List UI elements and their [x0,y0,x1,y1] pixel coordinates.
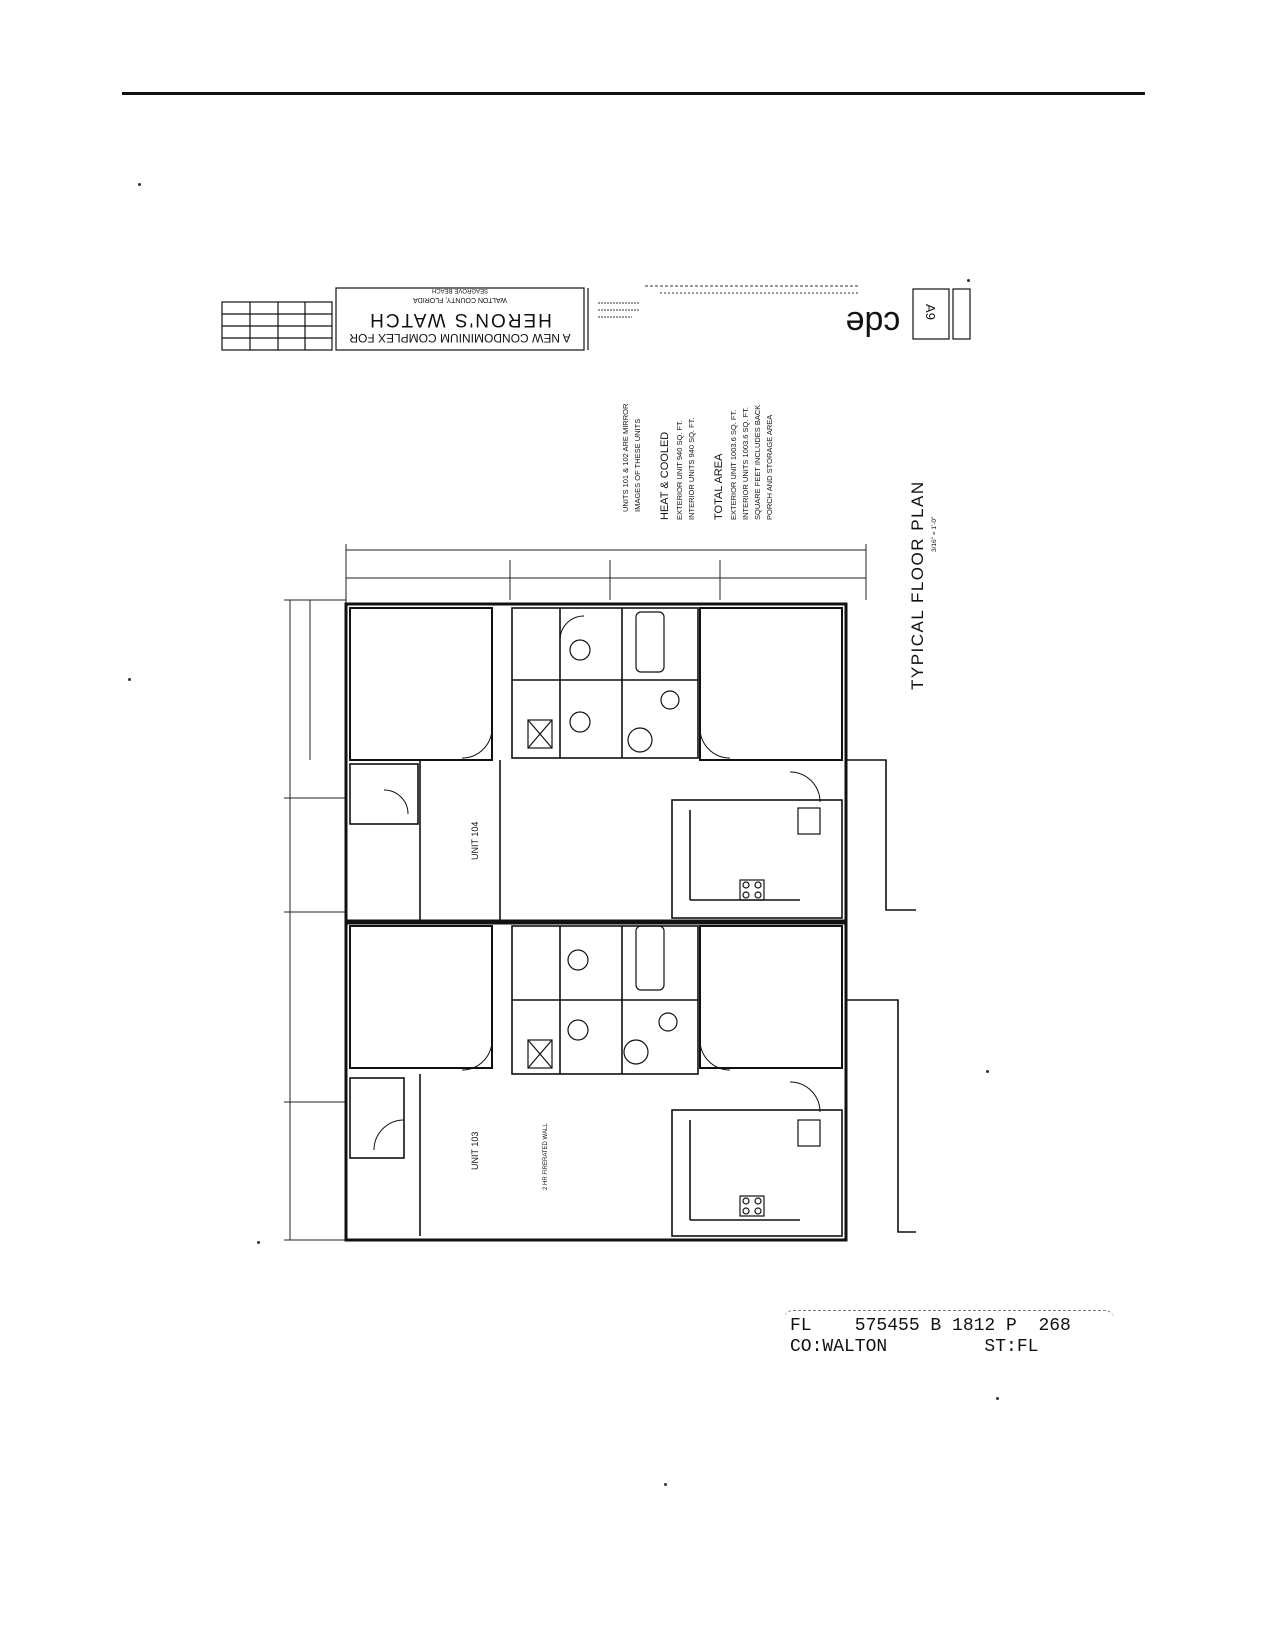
recording-stamp: FL 575455 B 1812 P 268 CO:WALTON ST:FL [784,1310,1114,1358]
project-line: A NEW CONDOMINIUM COMPLEX FOR [349,331,571,345]
wall-note: 2 HR FIRERATED WALL [543,1123,549,1190]
total-note-2: PORCH AND STORAGE AREA [765,415,774,520]
total-exterior: EXTERIOR UNIT 1003.6 SQ. FT. [729,410,738,520]
heat-cooled-title: HEAT & COOLED [659,432,671,520]
scan-speck [138,183,141,186]
total-note-1: SQUARE FEET INCLUDES BACK [753,405,762,520]
interior-walls [349,607,843,1237]
scan-speck [257,1241,260,1244]
firm-logo: cde [846,304,901,342]
stamp-line-1: FL 575455 B 1812 P 268 [790,1316,1071,1336]
area-notes: UNITS 101 & 102 ARE MIRROR IMAGES OF THE… [621,403,774,520]
scan-speck [996,1397,999,1400]
mirror-note-1: UNITS 101 & 102 ARE MIRROR [621,403,630,512]
top-rule [122,92,1145,95]
porch-outlines [846,759,916,1233]
project-name: HERON'S WATCH [368,309,552,330]
title-block [221,287,589,351]
total-interior: INTERIOR UNITS 1003.6 SQ. FT. [741,407,750,520]
plan-title: TYPICAL FLOOR PLAN [908,480,927,690]
door-swings [373,615,821,1151]
scan-speck [128,678,131,681]
total-area-title: TOTAL AREA [713,453,725,520]
sheet-number: A9 [923,304,938,320]
scan-speck [664,1483,667,1486]
stamp-line-2: CO:WALTON ST:FL [790,1337,1039,1357]
heat-exterior: EXTERIOR UNIT 940 SQ. FT. [675,420,684,520]
fine-print [598,285,860,318]
mirror-note-2: IMAGES OF THESE UNITS [633,419,642,512]
unit-104-label: UNIT 104 [470,822,480,860]
scan-speck [986,1070,989,1073]
project-county: WALTON COUNTY, FLORIDA [413,296,507,303]
unit-103-label: UNIT 103 [470,1132,480,1170]
sheet-number-box [912,288,950,340]
plan-scale: 3/16" = 1'-0" [931,516,938,552]
sheet-label-box [952,288,971,340]
heat-interior: INTERIOR UNITS 940 SQ. FT. [687,417,696,520]
stamp-border [784,1310,1114,1319]
fixtures [527,611,821,1217]
exterior-walls [344,602,848,1242]
dimension-lines [284,544,867,1241]
project-place: SEAGROVE BEACH [432,287,488,293]
scan-speck [967,279,970,282]
